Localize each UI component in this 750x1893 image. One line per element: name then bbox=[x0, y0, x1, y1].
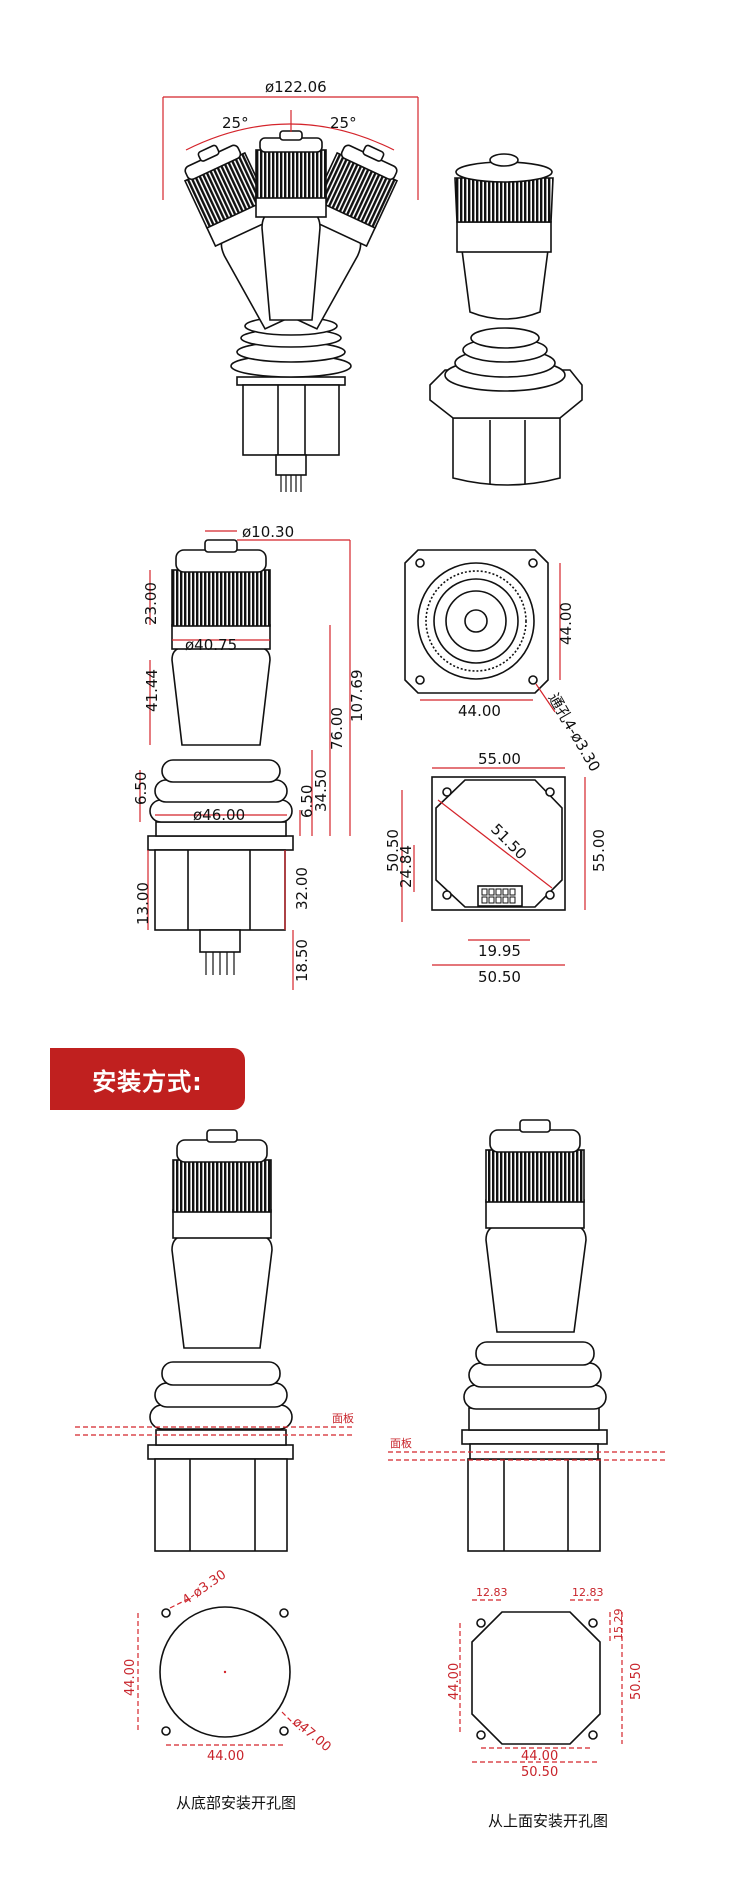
install-left bbox=[147, 1129, 294, 1552]
cutout-top-mount bbox=[471, 1611, 601, 1745]
top-view bbox=[404, 549, 549, 694]
h32-label: 32.00 bbox=[293, 867, 311, 910]
total-height-label: 107.69 bbox=[348, 670, 366, 723]
install-right bbox=[461, 1119, 608, 1552]
through-holes-label: 通孔4-ø3.30 bbox=[545, 690, 604, 775]
boot-height-label: 6.50 bbox=[132, 772, 150, 805]
h34-label: 34.50 bbox=[312, 769, 330, 812]
panel-label-right: 面板 bbox=[390, 1436, 412, 1450]
angle-right-label: 25° bbox=[330, 114, 357, 132]
cutout-right-dims bbox=[459, 1599, 623, 1763]
bottom-height-label: 55.00 bbox=[590, 829, 608, 872]
side-view bbox=[147, 539, 294, 975]
bottom-left-b-label: 24.84 bbox=[397, 845, 415, 888]
cutout-right-width-label: 44.00 bbox=[521, 1749, 558, 1764]
cutout-holes-label: 4-ø3.30 bbox=[180, 1567, 229, 1608]
install-method-title: 安装方式: bbox=[92, 1068, 203, 1096]
bottom-left-a-label: 50.50 bbox=[384, 829, 402, 872]
h76-label: 76.00 bbox=[328, 707, 346, 750]
bottom-width-label: 55.00 bbox=[478, 750, 521, 768]
cutout-right-outer-height-label: 50.50 bbox=[629, 1663, 644, 1700]
caption-top-mount: 从上面安装开孔图 bbox=[488, 1812, 608, 1830]
caption-bottom-mount: 从底部安装开孔图 bbox=[176, 1794, 296, 1812]
tilt-range-view bbox=[183, 130, 399, 492]
cutout-bottom-mount bbox=[159, 1606, 291, 1738]
isometric-view bbox=[429, 153, 583, 486]
bottom-view-dim bbox=[401, 767, 586, 966]
cutout-right-outer-width-label: 50.50 bbox=[521, 1765, 558, 1780]
cutout-left-height-label: 44.00 bbox=[123, 1659, 138, 1696]
base-dia-label: ø46.00 bbox=[193, 806, 245, 824]
corner-right-label: 12.83 bbox=[572, 1586, 604, 1599]
tilt-dimensions bbox=[162, 96, 419, 200]
body-height-label: 13.00 bbox=[134, 882, 152, 925]
grip-height-label: 41.44 bbox=[143, 669, 161, 712]
connector-width-label: 19.95 bbox=[478, 942, 521, 960]
panel-left bbox=[75, 1426, 355, 1436]
cutout-right-height-label: 44.00 bbox=[447, 1663, 462, 1700]
corner-left-label: 12.83 bbox=[476, 1586, 508, 1599]
top-view-height-label: 44.00 bbox=[557, 602, 575, 645]
angle-left-label: 25° bbox=[222, 114, 249, 132]
side-dimension-lines bbox=[139, 530, 351, 990]
top-view-dim bbox=[420, 563, 561, 713]
knob-height-label: 23.00 bbox=[142, 582, 160, 625]
install-method-banner: 安装方式: bbox=[50, 1048, 245, 1110]
pin-height-label: 18.50 bbox=[293, 939, 311, 982]
cutout-dia-label: ø47.00 bbox=[289, 1715, 333, 1756]
bottom-view bbox=[431, 776, 566, 911]
panel-label-left: 面板 bbox=[332, 1411, 354, 1425]
side-length-label: 15.29 bbox=[612, 1609, 625, 1641]
mid-dia-label: ø40.75 bbox=[185, 636, 237, 654]
top-dia-label: ø10.30 bbox=[242, 523, 294, 541]
bottom-overall-label: 50.50 bbox=[478, 968, 521, 986]
panel-right bbox=[388, 1451, 668, 1461]
dia-122-label: ø122.06 bbox=[265, 78, 327, 96]
top-view-width-label: 44.00 bbox=[458, 702, 501, 720]
cutout-left-width-label: 44.00 bbox=[207, 1749, 244, 1764]
flange-height-label: 6.50 bbox=[298, 785, 316, 818]
cutout-left-dims bbox=[137, 1597, 301, 1746]
